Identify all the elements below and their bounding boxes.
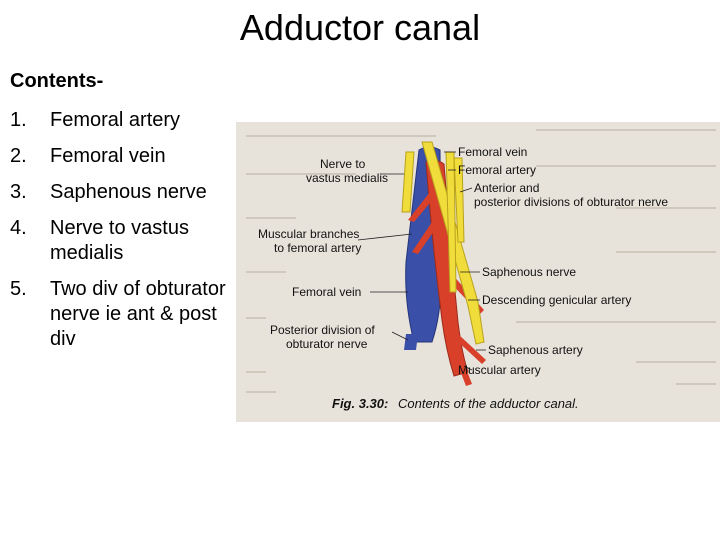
obturator-nerve-shape [453, 157, 465, 243]
leader-lines [357, 151, 486, 371]
label-saphenous-artery: Saphenous artery [488, 343, 583, 357]
label-saphenous-nerve: Saphenous nerve [482, 265, 576, 279]
background-text-lines [246, 129, 716, 393]
label-muscular-branches-2: to femoral artery [274, 241, 361, 255]
list-text: Femoral artery [50, 109, 181, 131]
slide-title: Adductor canal [239, 7, 481, 48]
contents-list: 1. Femoral artery 2. Femoral vein 3. Saphen… [10, 108, 238, 363]
list-item: 5. Two div of obturator nerve ie ant & po… [10, 277, 238, 352]
nerve-to-vastus-shape [401, 151, 415, 213]
label-nerve-vastus-1: Nerve to [320, 157, 366, 171]
caption-text: Contents of the adductor canal. [398, 396, 579, 411]
saphenous-artery-shape [454, 334, 486, 364]
list-item: 1. Femoral artery [10, 108, 238, 133]
list-number: 3. [10, 181, 27, 203]
label-femoral-vein-left: Femoral vein [292, 285, 361, 299]
label-descending-genicular: Descending genicular artery [482, 293, 631, 307]
label-femoral-artery: Femoral artery [458, 163, 536, 177]
posterior-obturator-shape [404, 334, 418, 350]
anatomy-diagram: Femoral vein Femoral artery Anterior and… [246, 129, 716, 411]
femoral-artery-shape [425, 159, 469, 377]
figure-caption: Fig. 3.30: Contents of the adductor cana… [332, 396, 579, 411]
muscular-branch-shape [412, 222, 436, 254]
label-femoral-vein-top: Femoral vein [458, 145, 527, 159]
muscular-artery-shape [456, 358, 472, 386]
list-text: Femoral vein [50, 145, 166, 167]
muscular-branch-shape [408, 192, 434, 222]
list-number: 5. [10, 278, 27, 300]
list-item: 4. Nerve to vastus medialis [10, 216, 238, 266]
label-nerve-vastus-2: vastus medialis [306, 171, 388, 185]
list-text: Saphenous nerve [50, 181, 207, 203]
list-number: 1. [10, 109, 27, 131]
list-text: Nerve to vastus medialis [50, 217, 189, 264]
label-muscular-artery: Muscular artery [458, 363, 541, 377]
caption-number: Fig. 3.30: [332, 396, 388, 411]
list-item: 2. Femoral vein [10, 144, 238, 169]
label-anterior-posterior-1: Anterior and [474, 181, 539, 195]
label-anterior-posterior-2: posterior divisions of obturator nerve [474, 195, 668, 209]
label-posterior-division-2: obturator nerve [286, 337, 368, 351]
label-muscular-branches-1: Muscular branches [258, 227, 359, 241]
list-item: 3. Saphenous nerve [10, 180, 238, 205]
list-number: 4. [10, 217, 27, 239]
adductor-canal-figure: Femoral vein Femoral artery Anterior and… [236, 122, 720, 422]
contents-heading: Contents- [10, 70, 104, 92]
list-text: Two div of obturator nerve ie ant & post… [50, 278, 226, 350]
label-posterior-division-1: Posterior division of [270, 323, 375, 337]
list-number: 2. [10, 145, 27, 167]
